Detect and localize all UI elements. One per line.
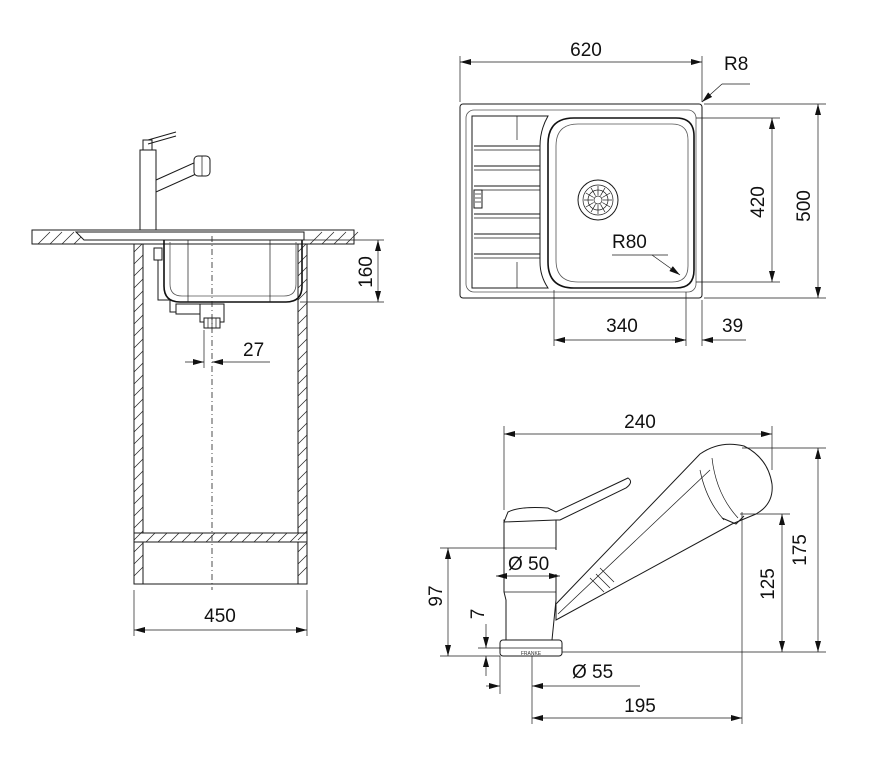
dimension-bowl-depth: 420 bbox=[696, 117, 780, 283]
cabinet-right-hatch bbox=[297, 242, 308, 577]
sink-width-label: 620 bbox=[570, 40, 602, 61]
tap-height-label: 175 bbox=[790, 534, 811, 566]
dimension-cabinet-width: 450 bbox=[133, 590, 308, 636]
dimension-base-height: 7 bbox=[468, 609, 500, 676]
top-view: R80 R8 620 500 420 bbox=[459, 40, 826, 346]
dimension-spout-height: 125 bbox=[740, 513, 790, 652]
bowl bbox=[547, 117, 695, 289]
base-height-label: 7 bbox=[468, 609, 489, 620]
dimension-drain-offset: 27 bbox=[185, 330, 270, 368]
dimension-outlet-diameter: Ø 55 bbox=[486, 656, 640, 724]
dimension-sink-depth: 500 bbox=[704, 103, 826, 299]
tap-spout bbox=[555, 443, 773, 621]
tap-body bbox=[503, 519, 557, 641]
dimension-body-height: 97 bbox=[426, 547, 504, 657]
strainer bbox=[577, 179, 619, 221]
tap-reach-label: 240 bbox=[624, 412, 656, 433]
tap-lever bbox=[503, 477, 632, 523]
base-diameter-label: Ø 50 bbox=[508, 554, 549, 575]
spout-height-label: 125 bbox=[758, 568, 779, 600]
sink-depth-label: 500 bbox=[794, 190, 815, 222]
drainer bbox=[471, 115, 549, 289]
outlet-diameter-label: Ø 55 bbox=[572, 662, 613, 683]
bowl-width-label: 340 bbox=[606, 316, 638, 337]
tap-side-small bbox=[139, 131, 211, 231]
countertop-hatch bbox=[37, 231, 359, 245]
spout-reach-label: 195 bbox=[624, 696, 656, 717]
dimension-bowl-width: 340 bbox=[553, 290, 703, 346]
dimension-base-diameter: Ø 50 bbox=[496, 550, 560, 579]
body-height-label: 97 bbox=[426, 585, 447, 606]
cabinet-width-label: 450 bbox=[204, 606, 236, 627]
dimension-bowl-height: 160 bbox=[300, 239, 384, 303]
side-view: 160 27 450 bbox=[31, 131, 384, 636]
corner-radius-label: R8 bbox=[724, 54, 748, 75]
edge-offset-label: 39 bbox=[722, 316, 743, 337]
drainer-ribs bbox=[474, 145, 540, 259]
bowl-radius-label: R80 bbox=[612, 232, 647, 253]
tap-view: FRANKE 240 175 125 bbox=[426, 412, 826, 724]
drain-offset-label: 27 bbox=[243, 340, 264, 361]
bowl-radius-annotation: R80 bbox=[612, 232, 681, 276]
bowl-height-label: 160 bbox=[356, 256, 377, 288]
sink-section bbox=[74, 231, 305, 329]
dimension-sink-width: 620 bbox=[459, 40, 703, 102]
dimension-edge-offset: 39 bbox=[672, 316, 746, 343]
dimension-spout-reach: 195 bbox=[532, 512, 743, 724]
cabinet bbox=[133, 242, 308, 585]
corner-radius-annotation: R8 bbox=[701, 54, 750, 103]
bowl-depth-label: 420 bbox=[748, 186, 769, 218]
svg-text:FRANKE: FRANKE bbox=[521, 651, 542, 657]
cabinet-bottom-hatch bbox=[145, 532, 300, 543]
